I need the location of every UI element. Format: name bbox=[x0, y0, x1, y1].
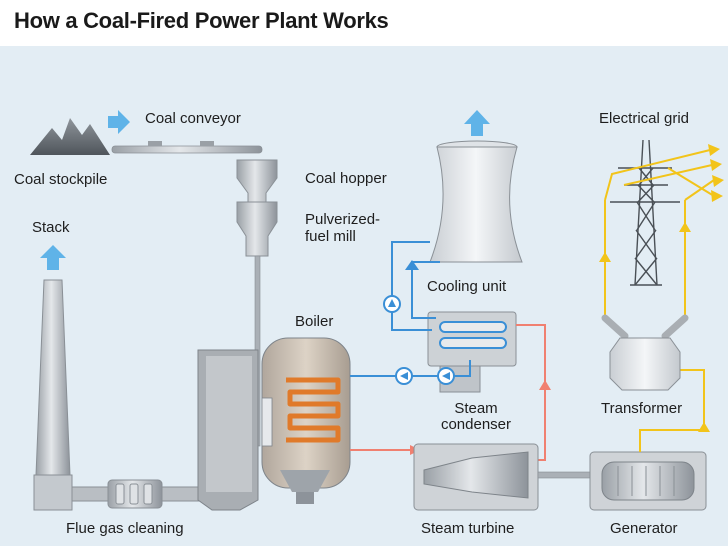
power-flow-arrowhead-icon bbox=[679, 222, 691, 232]
pump-icon bbox=[437, 367, 455, 385]
pump-icon bbox=[383, 295, 401, 313]
cooling-tower bbox=[429, 140, 523, 263]
label-stack: Stack bbox=[32, 219, 70, 236]
stockpile-arrow-icon bbox=[108, 110, 130, 134]
coal-hopper bbox=[236, 159, 278, 203]
cooling-water-circuit bbox=[350, 241, 471, 377]
label-flue-gas-cleaning: Flue gas cleaning bbox=[66, 520, 184, 537]
coal-stockpile bbox=[30, 118, 110, 155]
generator bbox=[589, 451, 707, 511]
grid-arrowhead-icon bbox=[711, 190, 723, 202]
grid-arrowhead-icon bbox=[708, 144, 720, 156]
label-steam-condenser-line2: condenser bbox=[440, 416, 512, 433]
grid-arrowhead-icon bbox=[710, 159, 722, 171]
steam-turbine bbox=[413, 443, 539, 511]
grid-arrowhead-icon bbox=[712, 175, 724, 187]
label-steam-turbine: Steam turbine bbox=[421, 520, 515, 537]
pump-icon bbox=[395, 367, 413, 385]
transformer bbox=[601, 314, 689, 391]
label-transformer: Transformer bbox=[601, 400, 683, 417]
figure-title: How a Coal-Fired Power Plant Works bbox=[14, 8, 389, 33]
coal-conveyor bbox=[111, 141, 263, 154]
label-coal-stockpile: Coal stockpile bbox=[14, 171, 108, 188]
label-coal-hopper: Coal hopper bbox=[305, 170, 387, 187]
water-flow-arrowhead-icon bbox=[405, 260, 419, 270]
grid-power-lines bbox=[604, 149, 715, 201]
power-flow-arrowhead-icon bbox=[698, 422, 710, 432]
stack-chimney bbox=[33, 279, 73, 511]
boiler bbox=[197, 337, 351, 511]
label-electrical-grid: Electrical grid bbox=[599, 110, 690, 127]
label-pulverized-mill-line1: Pulverized- bbox=[305, 211, 381, 228]
label-cooling-unit: Cooling unit bbox=[427, 278, 507, 295]
steam-flow-arrowhead-icon bbox=[539, 380, 551, 390]
label-pulverized-mill-line2: fuel mill bbox=[305, 228, 356, 245]
cooling-steam-arrow-icon bbox=[464, 110, 490, 136]
pulverized-fuel-mill bbox=[236, 201, 278, 257]
turbine-shaft bbox=[537, 471, 595, 479]
label-coal-conveyor: Coal conveyor bbox=[145, 110, 241, 127]
flue-gas-cleaning-unit bbox=[71, 479, 215, 509]
electrical-pylon bbox=[610, 139, 680, 286]
label-generator: Generator bbox=[610, 520, 678, 537]
label-boiler: Boiler bbox=[295, 313, 334, 330]
stack-arrow-icon bbox=[40, 245, 66, 270]
label-steam-condenser-line1: Steam bbox=[454, 400, 498, 417]
power-flow-arrowhead-icon bbox=[599, 252, 611, 262]
